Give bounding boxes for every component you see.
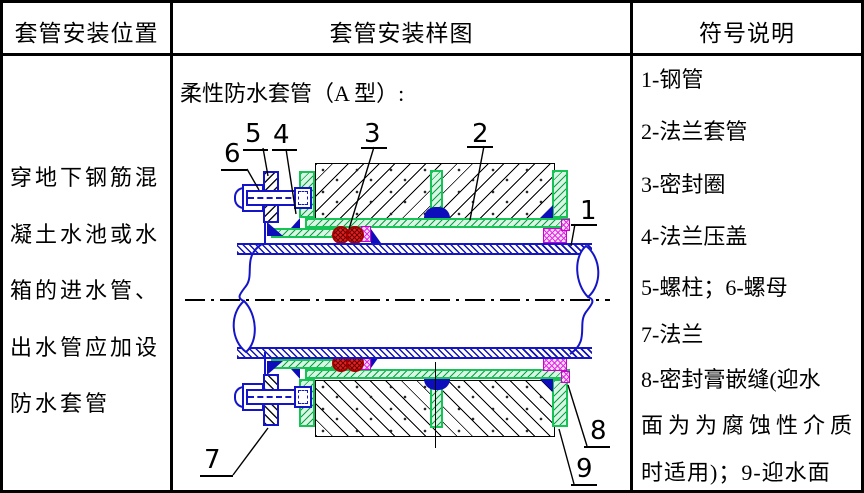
legend-item: 7-法兰	[641, 322, 704, 347]
rib-axis-line	[435, 362, 436, 448]
legend-item: 8-密封膏嵌缝(迎水	[641, 367, 821, 392]
legend-item: 3-密封圈	[641, 172, 726, 197]
callout-3-underline	[361, 147, 387, 149]
legend-item: 时适用)；9-迎水面	[641, 460, 831, 485]
steel-pipe-wall-bottom	[237, 347, 592, 359]
header-row-divider	[0, 53, 864, 56]
position-line: 防水套管	[10, 391, 111, 416]
header-sample-diagram: 套管安装样图	[329, 21, 474, 46]
weld-rib-lower	[424, 379, 450, 390]
callout-1: 1	[580, 196, 597, 226]
column-divider-2	[630, 0, 633, 493]
weld-small-lower	[291, 369, 300, 379]
flange-plate-upper-right	[552, 170, 568, 218]
legend-item: 面为为腐蚀性介质	[641, 413, 858, 438]
stud-thread-upper	[294, 187, 312, 209]
header-install-position: 套管安装位置	[14, 21, 159, 46]
diagram-title: 柔性防水套管（A 型）:	[180, 81, 405, 106]
nut-cap-upper	[234, 187, 245, 209]
weld-seal-lower	[371, 354, 381, 368]
legend-item: 1-钢管	[641, 67, 704, 92]
legend-item: 4-法兰压盖	[641, 224, 748, 249]
callout-9: 9	[576, 454, 593, 484]
position-line: 凝土水池或水	[10, 222, 161, 247]
cover-edge-line-upper	[264, 223, 266, 243]
callout-5: 5	[245, 119, 262, 149]
nut-cap-lower	[234, 386, 245, 408]
header-symbol-legend: 符号说明	[699, 21, 795, 46]
stud-thread-lower	[294, 386, 312, 408]
sealing-paste-lower-small	[561, 371, 570, 383]
position-line: 穿地下钢筋混	[10, 165, 161, 190]
column-divider-1	[170, 0, 173, 493]
callout-6-underline	[221, 169, 247, 171]
callout-1-underline	[571, 224, 597, 226]
steel-pipe-wall-top	[237, 243, 592, 255]
legend-item: 2-法兰套管	[641, 119, 748, 144]
position-line: 箱的进水管、	[10, 278, 161, 303]
callout-2-underline	[467, 146, 493, 148]
callout-6: 6	[224, 139, 241, 169]
legend-item: 5-螺柱；6-螺母	[641, 275, 788, 300]
cover-edge-line-lower	[264, 352, 266, 375]
callout-4-underline	[272, 149, 297, 151]
callout-8: 8	[590, 416, 607, 446]
callout-5-underline	[243, 149, 268, 151]
pipe-centerline	[185, 299, 610, 301]
callout-7: 7	[204, 445, 221, 475]
sealing-paste-upper	[543, 228, 567, 243]
position-line: 出水管应加设	[10, 335, 161, 360]
weld-seal-upper	[371, 229, 381, 243]
callout-3: 3	[364, 119, 381, 149]
callout-7-underline	[200, 475, 233, 477]
callout-4: 4	[273, 120, 290, 150]
callout-2: 2	[472, 119, 489, 149]
flange-plate-lower-right	[552, 379, 568, 427]
weld-rib-upper	[424, 207, 450, 218]
callout-9-underline	[571, 484, 597, 486]
weld-small-upper	[291, 218, 300, 228]
sealing-paste-upper-small	[561, 219, 570, 231]
callout-8-underline	[584, 446, 610, 448]
